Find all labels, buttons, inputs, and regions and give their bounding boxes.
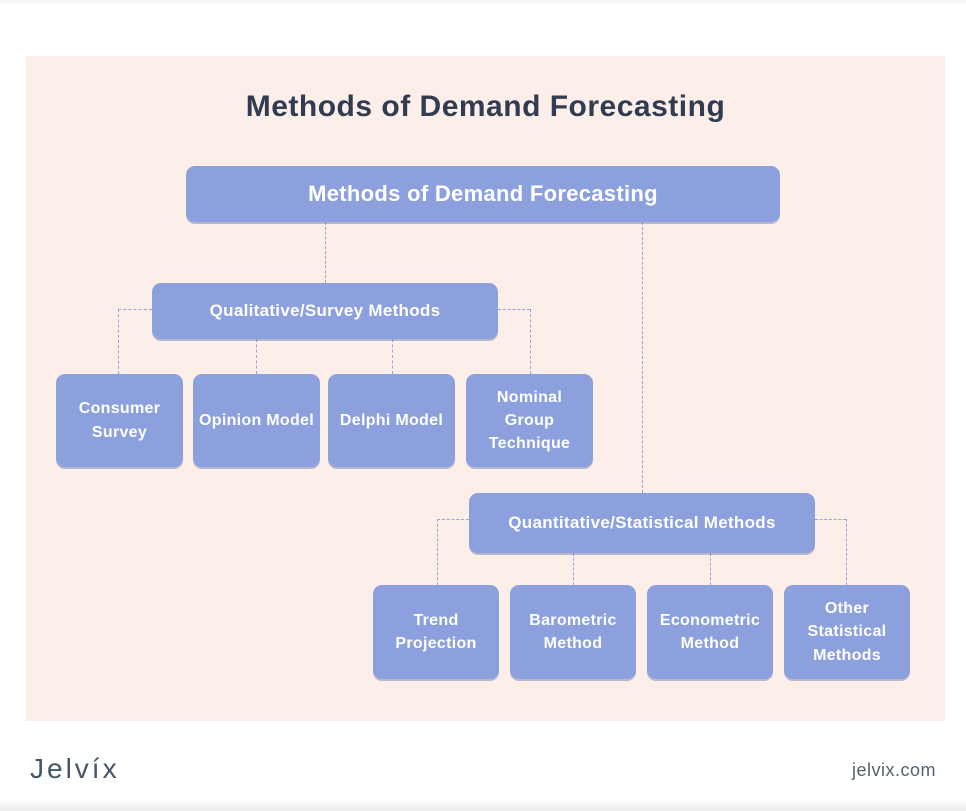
node-econometric-method: Econometric Method (647, 585, 773, 679)
top-edge-strip (0, 0, 966, 6)
node-trend-projection: Trend Projection (373, 585, 499, 679)
connector-root-to-qualitative (325, 222, 326, 283)
connector-qualitative-left-elbow-h (118, 309, 152, 310)
node-consumer-survey: Consumer Survey (56, 374, 183, 467)
connector-quantitative-child2 (573, 553, 574, 585)
connector-qualitative-child2 (256, 339, 257, 374)
connector-qualitative-left-elbow-v (118, 309, 119, 374)
connector-quantitative-right-elbow-h (815, 519, 846, 520)
page-title: Methods of Demand Forecasting (245, 90, 726, 123)
node-branch-qualitative: Qualitative/Survey Methods (152, 283, 498, 339)
connector-quantitative-left-elbow-v (437, 519, 438, 585)
footer-website-text: jelvix.com (851, 760, 936, 780)
bottom-edge-strip (0, 799, 966, 811)
node-opinion-model: Opinion Model (193, 374, 320, 467)
node-barometric-method: Barometric Method (510, 585, 636, 679)
connector-quantitative-left-elbow-h (437, 519, 469, 520)
connector-qualitative-right-elbow-h (498, 309, 530, 310)
connector-qualitative-child3 (392, 339, 393, 374)
node-delphi-model: Delphi Model (328, 374, 455, 467)
jelvix-logo: Jelvíx (30, 753, 120, 784)
node-branch-quantitative: Quantitative/Statistical Methods (469, 493, 815, 553)
connector-quantitative-child3 (710, 553, 711, 585)
connector-quantitative-right-elbow-v (846, 519, 847, 585)
node-root: Methods of Demand Forecasting (186, 166, 780, 222)
connector-root-to-quantitative (642, 222, 643, 493)
connector-qualitative-right-elbow-v (530, 309, 531, 374)
node-nominal-group-technique: Nominal Group Technique (466, 374, 593, 467)
node-other-statistical-methods: Other Statistical Methods (784, 585, 910, 679)
